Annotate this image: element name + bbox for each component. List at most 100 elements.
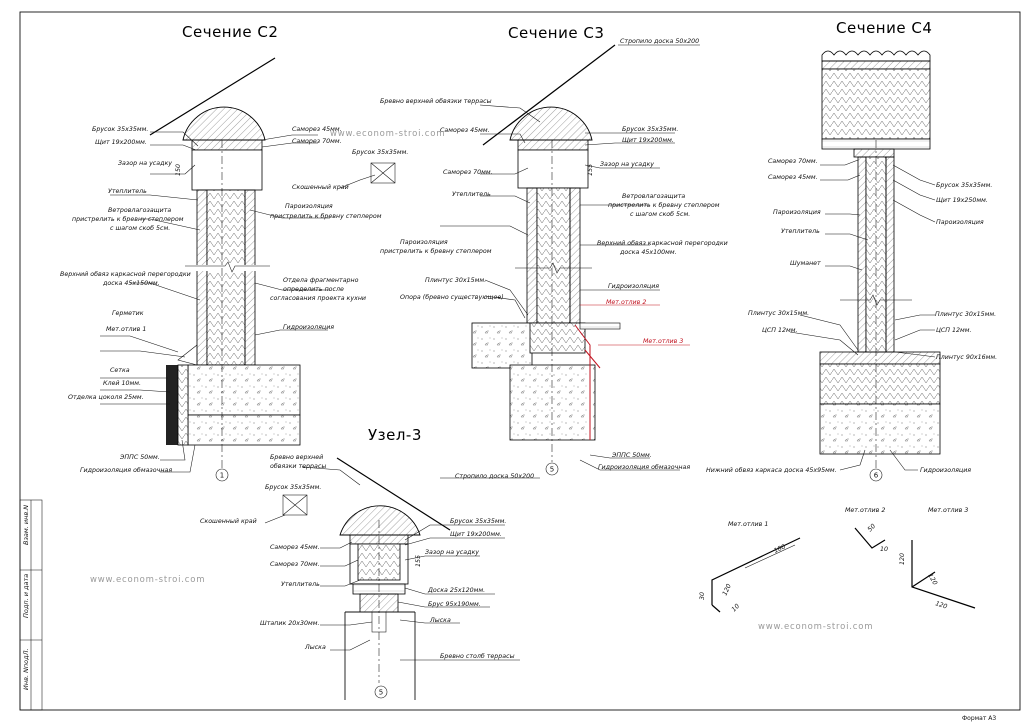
c3-lbl-zazor: Зазор на усадку [600,161,654,168]
c4-axis-number: 6 [874,472,879,480]
c2-lbl-brusok: Брусок 35х35мм. [92,126,148,133]
c4-lbl-samorez70: Саморез 70мм. [768,158,818,165]
c3-lbl-epps: ЭППС 50мм. [611,452,652,459]
c2-lbl-epps: ЭППС 50мм. [119,454,160,461]
u3-title: Узел-3 [368,426,422,444]
section-c3: 5 155 [440,44,700,476]
u3-lbl-stolb: Бревно столб террасы [440,652,515,660]
u3-lbl-brus: Брус 95х190мм. [428,601,481,608]
c4-break-line [840,294,912,306]
u3-lbl-stropilo: Стропило доска 50х200 [455,473,534,480]
u3-lbl-brusok: Брусок 35х35мм. [450,518,506,525]
c2-title: Сечение С2 [182,23,278,41]
f1-title: Мет.отлив 1 [728,521,768,528]
c3-lbl-paro2: пристрелить к бревну степлером [380,247,492,255]
u3-lbl-shtapik: Штапик 20х30мм. [260,620,320,627]
u3-post [344,611,416,700]
c2-lbl-paro2: пристрелить к бревну степлером [270,212,382,220]
c3-lbl-obvyaz2: доска 45х100мм. [619,249,677,256]
u3-lbl-samorez70: Саморез 70мм. [270,561,320,568]
c3-top-log [509,106,593,141]
c4-floor-insulation [819,363,941,405]
c2-roof-line [149,57,276,136]
c3-lbl-samorez45: Саморез 45мм. [440,127,490,134]
c3-lbl-veter1: Ветровлагозащита [622,193,685,200]
c4-left-board [857,156,867,353]
u3-lbl-brevno2: обвязки террасы [270,462,326,470]
c2-lbl-metotliv: Мет.отлив 1 [106,326,146,333]
f1-dim-3: 120 [721,583,732,597]
c4-roof-profile [821,50,931,62]
c4-right-board [885,156,895,353]
c2-lbl-shchit: Щит 19х200мм. [95,139,147,146]
f2-title: Мет.отлив 2 [845,507,885,514]
c2-lbl-paro1: Пароизоляция [285,203,333,210]
c3-roof-line [482,44,616,146]
c2-dim: 150 [175,164,182,176]
c2-lbl-samorez70: Саморез 70мм. [292,138,342,145]
c4-ceiling-insulation [821,68,931,140]
tb-inv: Инв. NподЛ. [22,648,30,690]
c3-lbl-met3: Мет.отлив 3 [643,338,683,345]
c4-lbl-csp-l: ЦСП 12мм. [762,327,798,334]
c2-lbl-germetik: Герметик [112,310,144,317]
f3-dim-1: 120 [899,553,906,565]
f3-dim-3: 120 [934,600,948,610]
c3-title: Сечение С3 [508,24,604,42]
tb-vzam: Взам. инв.N [22,505,30,545]
u3-axis-number: 5 [379,689,383,697]
c4-axis-marker [869,468,883,482]
c3-lbl-brusok: Брусок 35х35мм. [622,126,678,133]
f1-dim-2: 30 [699,592,706,600]
c3-lbl-shchit: Щит 19х200мм. [622,137,674,144]
c4-title: Сечение С4 [836,19,932,37]
c2-lbl-zazor: Зазор на усадку [118,160,172,167]
c3-foundation [509,364,596,441]
f1-dim-4: 10 [730,603,741,614]
c3-plate [517,139,589,151]
u3-lbl-samorez45: Саморез 45мм. [270,544,320,551]
u3-lbl-brevno1: Бревно верхней [270,454,323,461]
flashing-1: 180 30 120 10 [699,537,801,614]
watermark-2: www.econom-stroi.com [90,575,205,585]
c2-foundation [187,364,301,416]
tb-podp: Подп. и дата [22,574,30,618]
c2-lbl-veter1: Ветровлагозащита [108,207,171,214]
c2-break-line [185,261,270,273]
c2-lbl-gidro-obm: Гидроизоляция обмазочная [80,466,172,474]
c2-lbl-klej: Клей 10мм. [103,380,141,387]
c2-lbl-otdela3: согласования проекта кухни [270,295,366,302]
section-uzel3: 5 155 [264,457,540,700]
flashing-3: 120 120 120 [899,540,976,611]
c2-lbl-samorez45: Саморез 45мм. [292,126,342,133]
u3-lbl-shchit: Щит 19х200мм. [450,531,502,538]
sheet-frame [19,11,1021,711]
c3-lbl-met2: Мет.отлив 2 [606,299,646,306]
c2-lbl-uteplitel: Утеплитель [108,188,147,195]
c4-lbl-gidro: Гидроизоляция [920,467,971,474]
c3-lbl-samorez70: Саморез 70мм. [443,169,493,176]
c3-break-line [515,262,592,274]
u3-rafter-line [336,457,451,531]
c3-axis-marker [545,462,559,476]
f3-dim-2: 120 [926,573,938,587]
c3-left-board [526,187,538,324]
c2-lbl-otdelka: Отделка цоколя 25мм. [68,394,144,401]
format-label: Формат А3 [962,715,996,722]
c4-lbl-shchit: Щит 19х250мм. [936,197,988,204]
f2-dim-1: 50 [866,523,877,534]
c3-lbl-plintus: Плинтус 30х15мм. [425,277,486,284]
c4-lbl-nizh: Нижний обвяз каркаса доска 45х95мм. [706,466,837,474]
c2-lbl-otdela1: Отдела фрагментарно [283,277,359,284]
c4-lbl-paro: Пароизоляция [773,209,821,216]
c3-lbl-obvyaz1: Верхний обвяз каркасной перегородки [597,239,728,247]
watermark-3: www.econom-stroi.com [758,622,873,632]
c4-top-plate [853,148,895,158]
c3-lbl-veter3: с шагом скоб 5см. [630,210,690,218]
c3-floor-left [471,322,533,369]
section-c2: 1 150 [100,57,330,482]
c3-right-board [569,187,581,324]
section-c4: 6 [789,50,941,482]
c2-plinth-finish [166,365,178,445]
c3-lbl-gidro-obm: Гидроизоляция обмазочная [598,463,690,471]
